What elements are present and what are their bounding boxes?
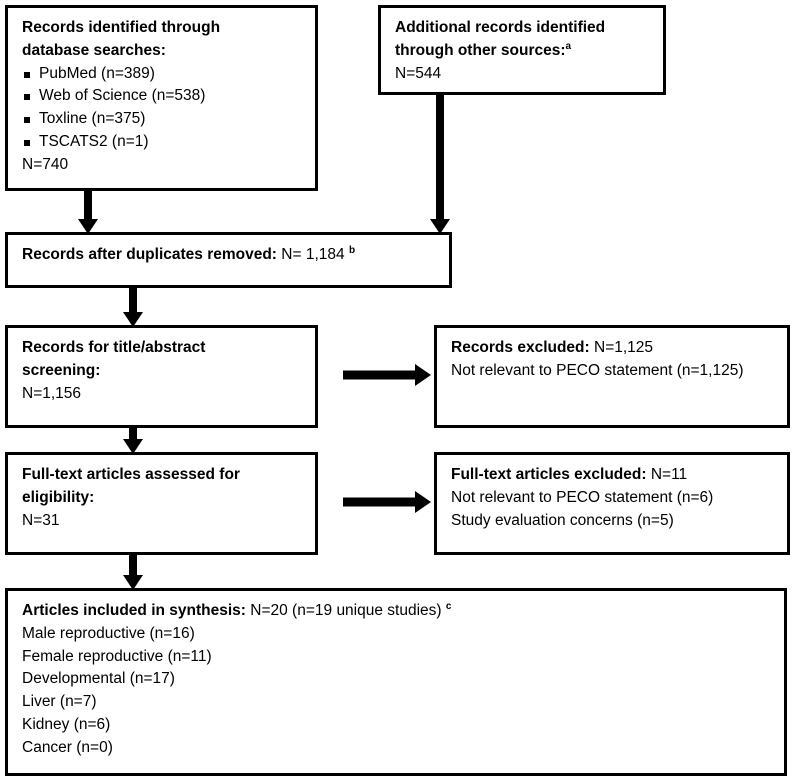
- additional-heading-line1: Additional records identified: [395, 19, 606, 36]
- dupes-footnote-marker: b: [348, 244, 356, 256]
- synthesis-category: Female reproductive (n=11): [22, 647, 212, 665]
- screening-heading-line2: screening:: [22, 361, 101, 379]
- db-source-toxline: Toxline (n=375): [22, 108, 303, 131]
- bullet-square-icon: [24, 117, 30, 124]
- db-source-pubmed: PubMed (n=389): [22, 63, 303, 86]
- arrow-additional-to-duplicates: [422, 95, 458, 234]
- db-source-label: PubMed (n=389): [39, 64, 155, 82]
- arrow-head-right-icon: [415, 364, 431, 386]
- arrow-head-down-icon: [123, 439, 143, 454]
- arrow-database-to-duplicates: [70, 191, 106, 234]
- screening-heading-line1: Records for title/abstract: [22, 339, 206, 356]
- arrow-shaft: [436, 95, 444, 222]
- arrow-shaft: [129, 428, 137, 442]
- arrow-shaft: [343, 370, 417, 380]
- box-records-excluded: Records excluded: N=1,125 Not relevant t…: [434, 325, 790, 428]
- box-title-abstract-screening: Records for title/abstract screening: N=…: [5, 325, 318, 428]
- box-fulltext-assessed: Full-text articles assessed for eligibil…: [5, 452, 318, 555]
- bullet-square-icon: [24, 71, 30, 78]
- arrow-shaft: [129, 555, 137, 578]
- synthesis-footnote-marker: c: [445, 600, 452, 612]
- arrow-fulltext-to-synthesis: [115, 555, 151, 590]
- dupes-value: N= 1,184: [281, 246, 345, 263]
- fulltext-heading-line1: Full-text articles assessed for: [22, 466, 240, 483]
- arrow-head-down-icon: [123, 312, 143, 327]
- fulltext-total: N=31: [22, 511, 60, 529]
- additional-footnote-marker: a: [565, 40, 572, 52]
- synthesis-category: Kidney (n=6): [22, 715, 111, 733]
- db-total: N=740: [22, 155, 69, 173]
- records-excluded-label: Records excluded:: [451, 339, 590, 356]
- records-excluded-value: N=1,125: [594, 339, 654, 356]
- synthesis-label: Articles included in synthesis:: [22, 602, 246, 619]
- synthesis-category: Developmental (n=17): [22, 670, 175, 688]
- db-source-label: TSCATS2 (n=1): [39, 132, 149, 150]
- db-heading-line2: database searches:: [22, 41, 166, 59]
- synthesis-category: Liver (n=7): [22, 693, 97, 711]
- fulltext-excluded-label: Full-text articles excluded:: [451, 466, 647, 483]
- box-included-in-synthesis: Articles included in synthesis: N=20 (n=…: [5, 588, 787, 776]
- arrow-head-down-icon: [123, 575, 143, 590]
- bullet-square-icon: [24, 94, 30, 101]
- box-database-searches: Records identified through database sear…: [5, 5, 318, 191]
- arrow-duplicates-to-screening: [115, 288, 151, 327]
- synthesis-category: Male reproductive (n=16): [22, 624, 195, 642]
- arrow-shaft: [343, 497, 417, 507]
- arrow-shaft: [84, 191, 92, 222]
- records-excluded-reason: Not relevant to PECO statement (n=1,125): [451, 361, 744, 379]
- arrow-screening-to-records-excluded: [343, 362, 431, 388]
- synthesis-value: N=20 (n=19 unique studies): [250, 602, 442, 619]
- box-duplicates-removed: Records after duplicates removed: N= 1,1…: [5, 232, 452, 288]
- arrow-screening-to-fulltext: [115, 428, 151, 454]
- additional-total: N=544: [395, 64, 442, 82]
- bullet-square-icon: [24, 139, 30, 146]
- synthesis-category: Cancer (n=0): [22, 738, 113, 756]
- arrow-head-down-icon: [430, 219, 450, 234]
- arrow-head-right-icon: [415, 491, 431, 513]
- dupes-label: Records after duplicates removed:: [22, 246, 277, 263]
- db-source-label: Web of Science (n=538): [39, 87, 206, 105]
- box-additional-records: Additional records identified through ot…: [378, 5, 666, 95]
- db-source-label: Toxline (n=375): [39, 110, 146, 128]
- additional-heading-line2: through other sources:: [395, 41, 566, 59]
- db-source-tscats2: TSCATS2 (n=1): [22, 131, 303, 154]
- db-heading-line1: Records identified through: [22, 19, 221, 36]
- fulltext-heading-line2: eligibility:: [22, 488, 95, 506]
- fulltext-excluded-reason: Not relevant to PECO statement (n=6): [451, 488, 714, 506]
- box-fulltext-excluded: Full-text articles excluded: N=11 Not re…: [434, 452, 790, 555]
- arrow-fulltext-to-fulltext-excluded: [343, 489, 431, 515]
- arrow-head-down-icon: [78, 219, 98, 234]
- db-source-web-of-science: Web of Science (n=538): [22, 85, 303, 108]
- arrow-shaft: [129, 288, 137, 315]
- screening-total: N=1,156: [22, 384, 82, 402]
- fulltext-excluded-value: N=11: [650, 466, 688, 483]
- fulltext-excluded-reason: Study evaluation concerns (n=5): [451, 511, 674, 529]
